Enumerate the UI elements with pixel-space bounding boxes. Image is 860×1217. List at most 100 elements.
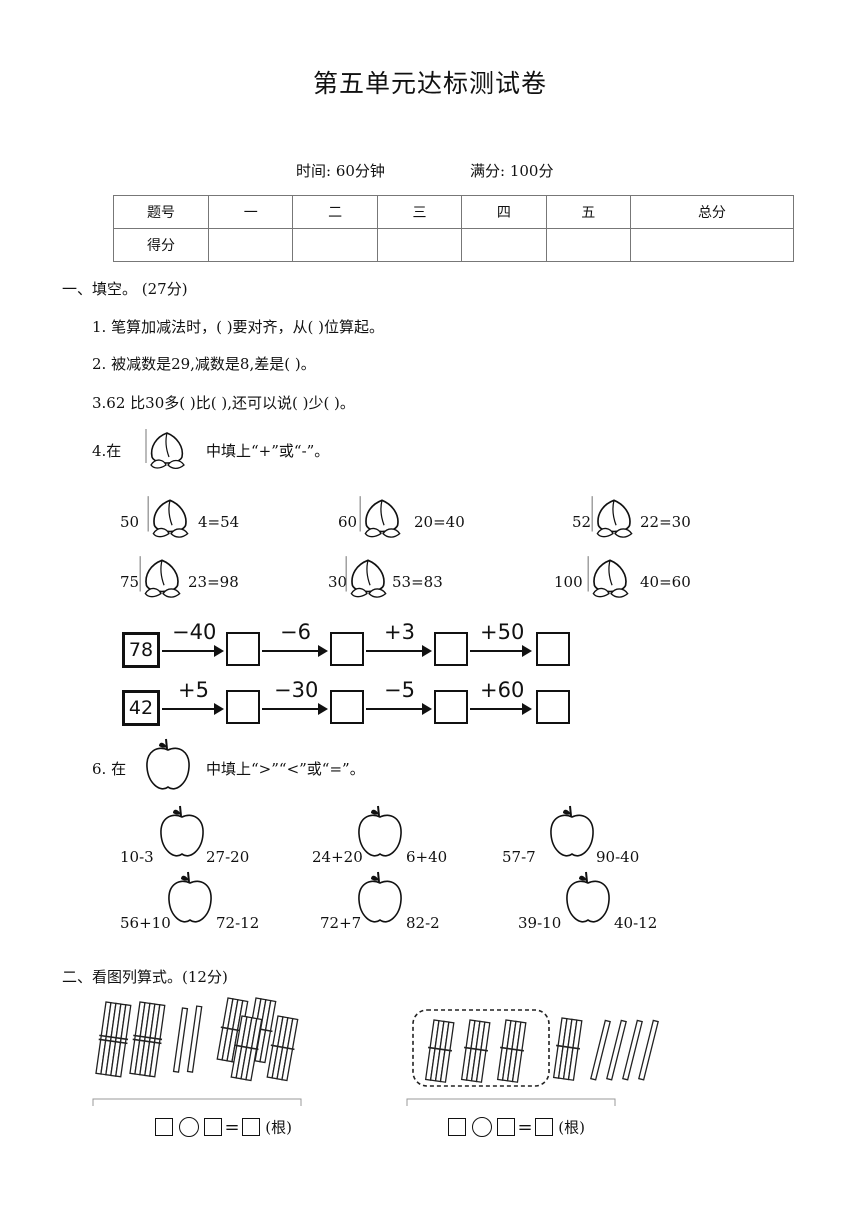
equation-template-right: = (根) [448,1116,585,1138]
table-header-cell: 五 [545,195,631,229]
peach-answer-slot[interactable] [356,494,408,542]
score-cell[interactable] [376,228,463,262]
peach-answer-slot[interactable] [136,554,188,602]
peach-answer-slot[interactable] [588,494,640,542]
table-header-cell: 题号 [113,195,209,229]
question-3: 3.62 比30多( )比( ),还可以说( )少( )。 [92,394,355,412]
sticks-picture-left [95,997,299,1082]
q4-item-right: 40=60 [640,573,691,591]
q4-item-left: 75 [120,573,140,591]
score-cell[interactable] [461,228,547,262]
answer-square[interactable] [241,1118,260,1136]
q6-item-right: 27-20 [206,848,250,866]
q6-item-right: 6+40 [406,848,448,866]
q6-item-right: 82-2 [406,914,440,932]
q6-item-left: 72+7 [320,914,362,932]
unit-label: (根) [265,1118,293,1137]
table-header-cell: 二 [292,195,378,229]
question-1: 1. 笔算加减法时，( )要对齐，从( )位算起。 [92,318,385,336]
chain-answer-box[interactable] [226,632,260,666]
peach-icon [145,429,185,470]
answer-square[interactable] [448,1118,466,1136]
chain-operation: +5 [178,678,209,702]
arrow-right-icon [470,645,532,657]
q4-item-left: 100 [554,573,583,591]
arrow-right-icon [262,645,328,657]
chain-answer-box[interactable] [536,632,570,666]
q6-item-right: 72-12 [216,914,260,932]
apple-answer-slot[interactable] [354,804,406,862]
peach-answer-slot[interactable] [144,494,196,542]
apple-answer-slot[interactable] [546,804,598,862]
q4-item-left: 30 [328,573,348,591]
operator-circle[interactable] [178,1117,199,1137]
q6-item-left: 10-3 [120,848,154,866]
chain-operation: −30 [274,678,319,702]
chain-answer-box[interactable] [536,690,570,724]
score-cell[interactable] [207,228,294,262]
q6-item-left: 56+10 [120,914,171,932]
table-header-cell: 一 [207,195,294,229]
peach-answer-slot[interactable] [342,554,394,602]
chain-operation: +3 [384,620,415,644]
q6-item-right: 90-40 [596,848,640,866]
q4-item-right: 20=40 [414,513,465,531]
score-cell[interactable] [629,228,795,262]
answer-square[interactable] [534,1118,553,1136]
unit-label: (根) [558,1118,586,1137]
q4-item-right: 23=98 [188,573,239,591]
apple-answer-slot[interactable] [164,870,216,928]
score-cell[interactable] [545,228,631,262]
apple-answer-slot[interactable] [156,804,208,862]
apple-icon [146,738,190,790]
score-table-score-row: 得分 [113,228,795,262]
score-cell[interactable] [292,228,378,262]
q6-item-left: 57-7 [502,848,536,866]
peach-answer-slot[interactable] [584,554,636,602]
chain-answer-box[interactable] [226,690,260,724]
q4-item-right: 22=30 [640,513,691,531]
table-header-cell: 总分 [629,195,795,229]
arrow-right-icon [162,645,224,657]
chain-answer-box[interactable] [330,690,364,724]
score-table-header-row: 题号 一 二 三 四 五 总分 [113,195,795,229]
chain-answer-box[interactable] [434,632,468,666]
question-4-prefix: 4.在 [92,442,122,460]
equals-sign: = [517,1116,533,1138]
operator-circle[interactable] [471,1117,492,1137]
chain-operation: −40 [172,620,217,644]
sticks-picture-right [412,1009,659,1087]
q4-item-left: 60 [338,513,358,531]
table-header-cell: 三 [376,195,463,229]
table-header-cell: 四 [461,195,547,229]
chain-answer-box[interactable] [434,690,468,724]
chain-operation: +50 [480,620,525,644]
q6-item-right: 40-12 [614,914,658,932]
question-6-prefix: 6. 在 [92,760,127,778]
score-table: 题号 一 二 三 四 五 总分 得分 [113,195,795,262]
chain-answer-box[interactable] [330,632,364,666]
arrow-right-icon [366,703,432,715]
q4-item-left: 50 [120,513,140,531]
section-heading-2: 二、看图列算式。(12分) [62,968,228,986]
brace-line [406,1098,616,1106]
equals-sign: = [224,1116,240,1138]
page-title: 第五单元达标测试卷 [312,69,547,98]
q6-item-left: 24+20 [312,848,363,866]
arrow-right-icon [162,703,224,715]
q4-item-right: 53=83 [392,573,443,591]
apple-answer-slot[interactable] [562,870,614,928]
chain-operation: −6 [280,620,311,644]
answer-square[interactable] [155,1118,173,1136]
row-label: 得分 [113,228,209,262]
arrow-right-icon [470,703,532,715]
time-limit: 时间: 60分钟 [296,162,385,180]
question-2: 2. 被减数是29,减数是8,差是( )。 [92,355,316,373]
arrow-right-icon [366,645,432,657]
answer-square[interactable] [497,1118,516,1136]
question-4-instruction: 中填上“+”或“-”。 [206,442,330,460]
q6-item-left: 39-10 [518,914,562,932]
apple-answer-slot[interactable] [354,870,406,928]
brace-line [92,1098,302,1106]
answer-square[interactable] [204,1118,223,1136]
